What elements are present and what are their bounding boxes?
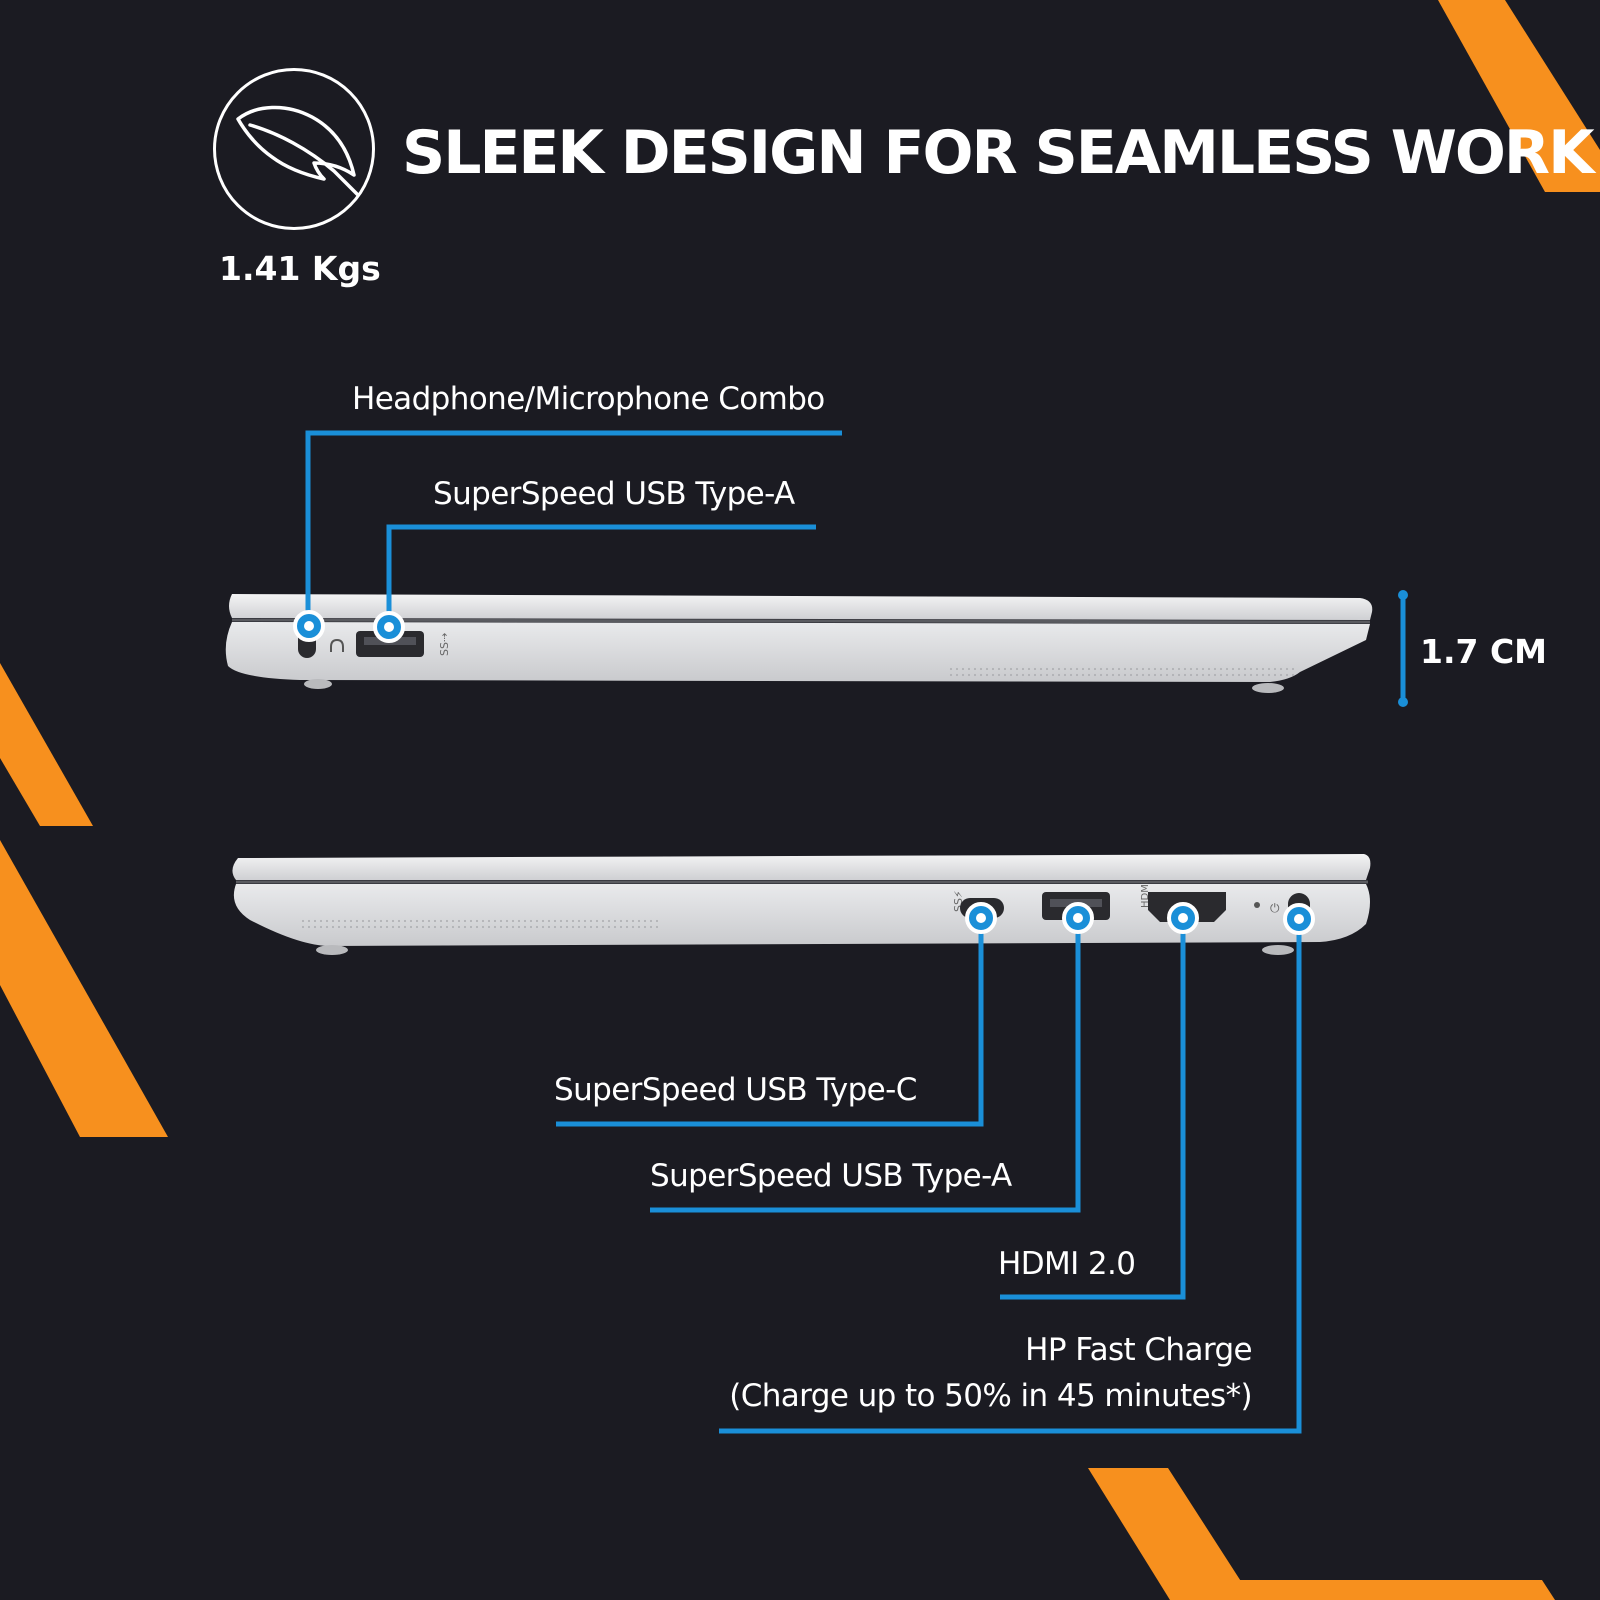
feather-icon [236,105,360,197]
callout-line-usb-a-left [386,524,816,626]
callout-dots [293,610,1315,935]
label-hdmi: HDMI 2.0 [998,1246,1136,1282]
label-fast-charge: HP Fast Charge [1025,1332,1252,1368]
label-usb-c: SuperSpeed USB Type-C [554,1072,917,1108]
svg-text:HDMI: HDMI [1140,881,1151,908]
callout-line-usb-c [556,919,984,1127]
headphone-icon [330,638,344,652]
stripe-bottom-2 [1228,1580,1555,1600]
callout-line-usb-a-right [650,919,1081,1213]
stripe-left-lower [0,840,168,1137]
label-fast-charge-detail: (Charge up to 50% in 45 minutes*) [729,1378,1252,1414]
stripe-bottom-1 [1088,1468,1253,1600]
thickness-value: 1.7 CM [1420,632,1548,671]
stripe-left-upper [0,663,93,826]
laptop-left-side: SS⇢ [225,594,1373,693]
callout-line-headphone [305,430,842,625]
weight-icon-circle [213,68,375,230]
weight-value: 1.41 Kgs [219,249,381,288]
page-title: SLEEK DESIGN FOR SEAMLESS WORK [402,118,1595,188]
callout-line-hdmi [1000,919,1186,1300]
label-usb-a-right: SuperSpeed USB Type-A [650,1158,1012,1194]
callout-line-power [719,919,1302,1434]
stripe-top-right [1438,0,1600,192]
label-usb-a-left: SuperSpeed USB Type-A [433,476,795,512]
usb-icon: SS⇢ [438,633,451,656]
hdmi-icon: HDMI [1140,881,1151,908]
svg-text:⏻: ⏻ [1270,901,1280,915]
svg-text:SS⇢: SS⇢ [438,633,451,656]
label-headphone-combo: Headphone/Microphone Combo [352,381,825,417]
power-icon: ⏻ [1270,901,1280,915]
